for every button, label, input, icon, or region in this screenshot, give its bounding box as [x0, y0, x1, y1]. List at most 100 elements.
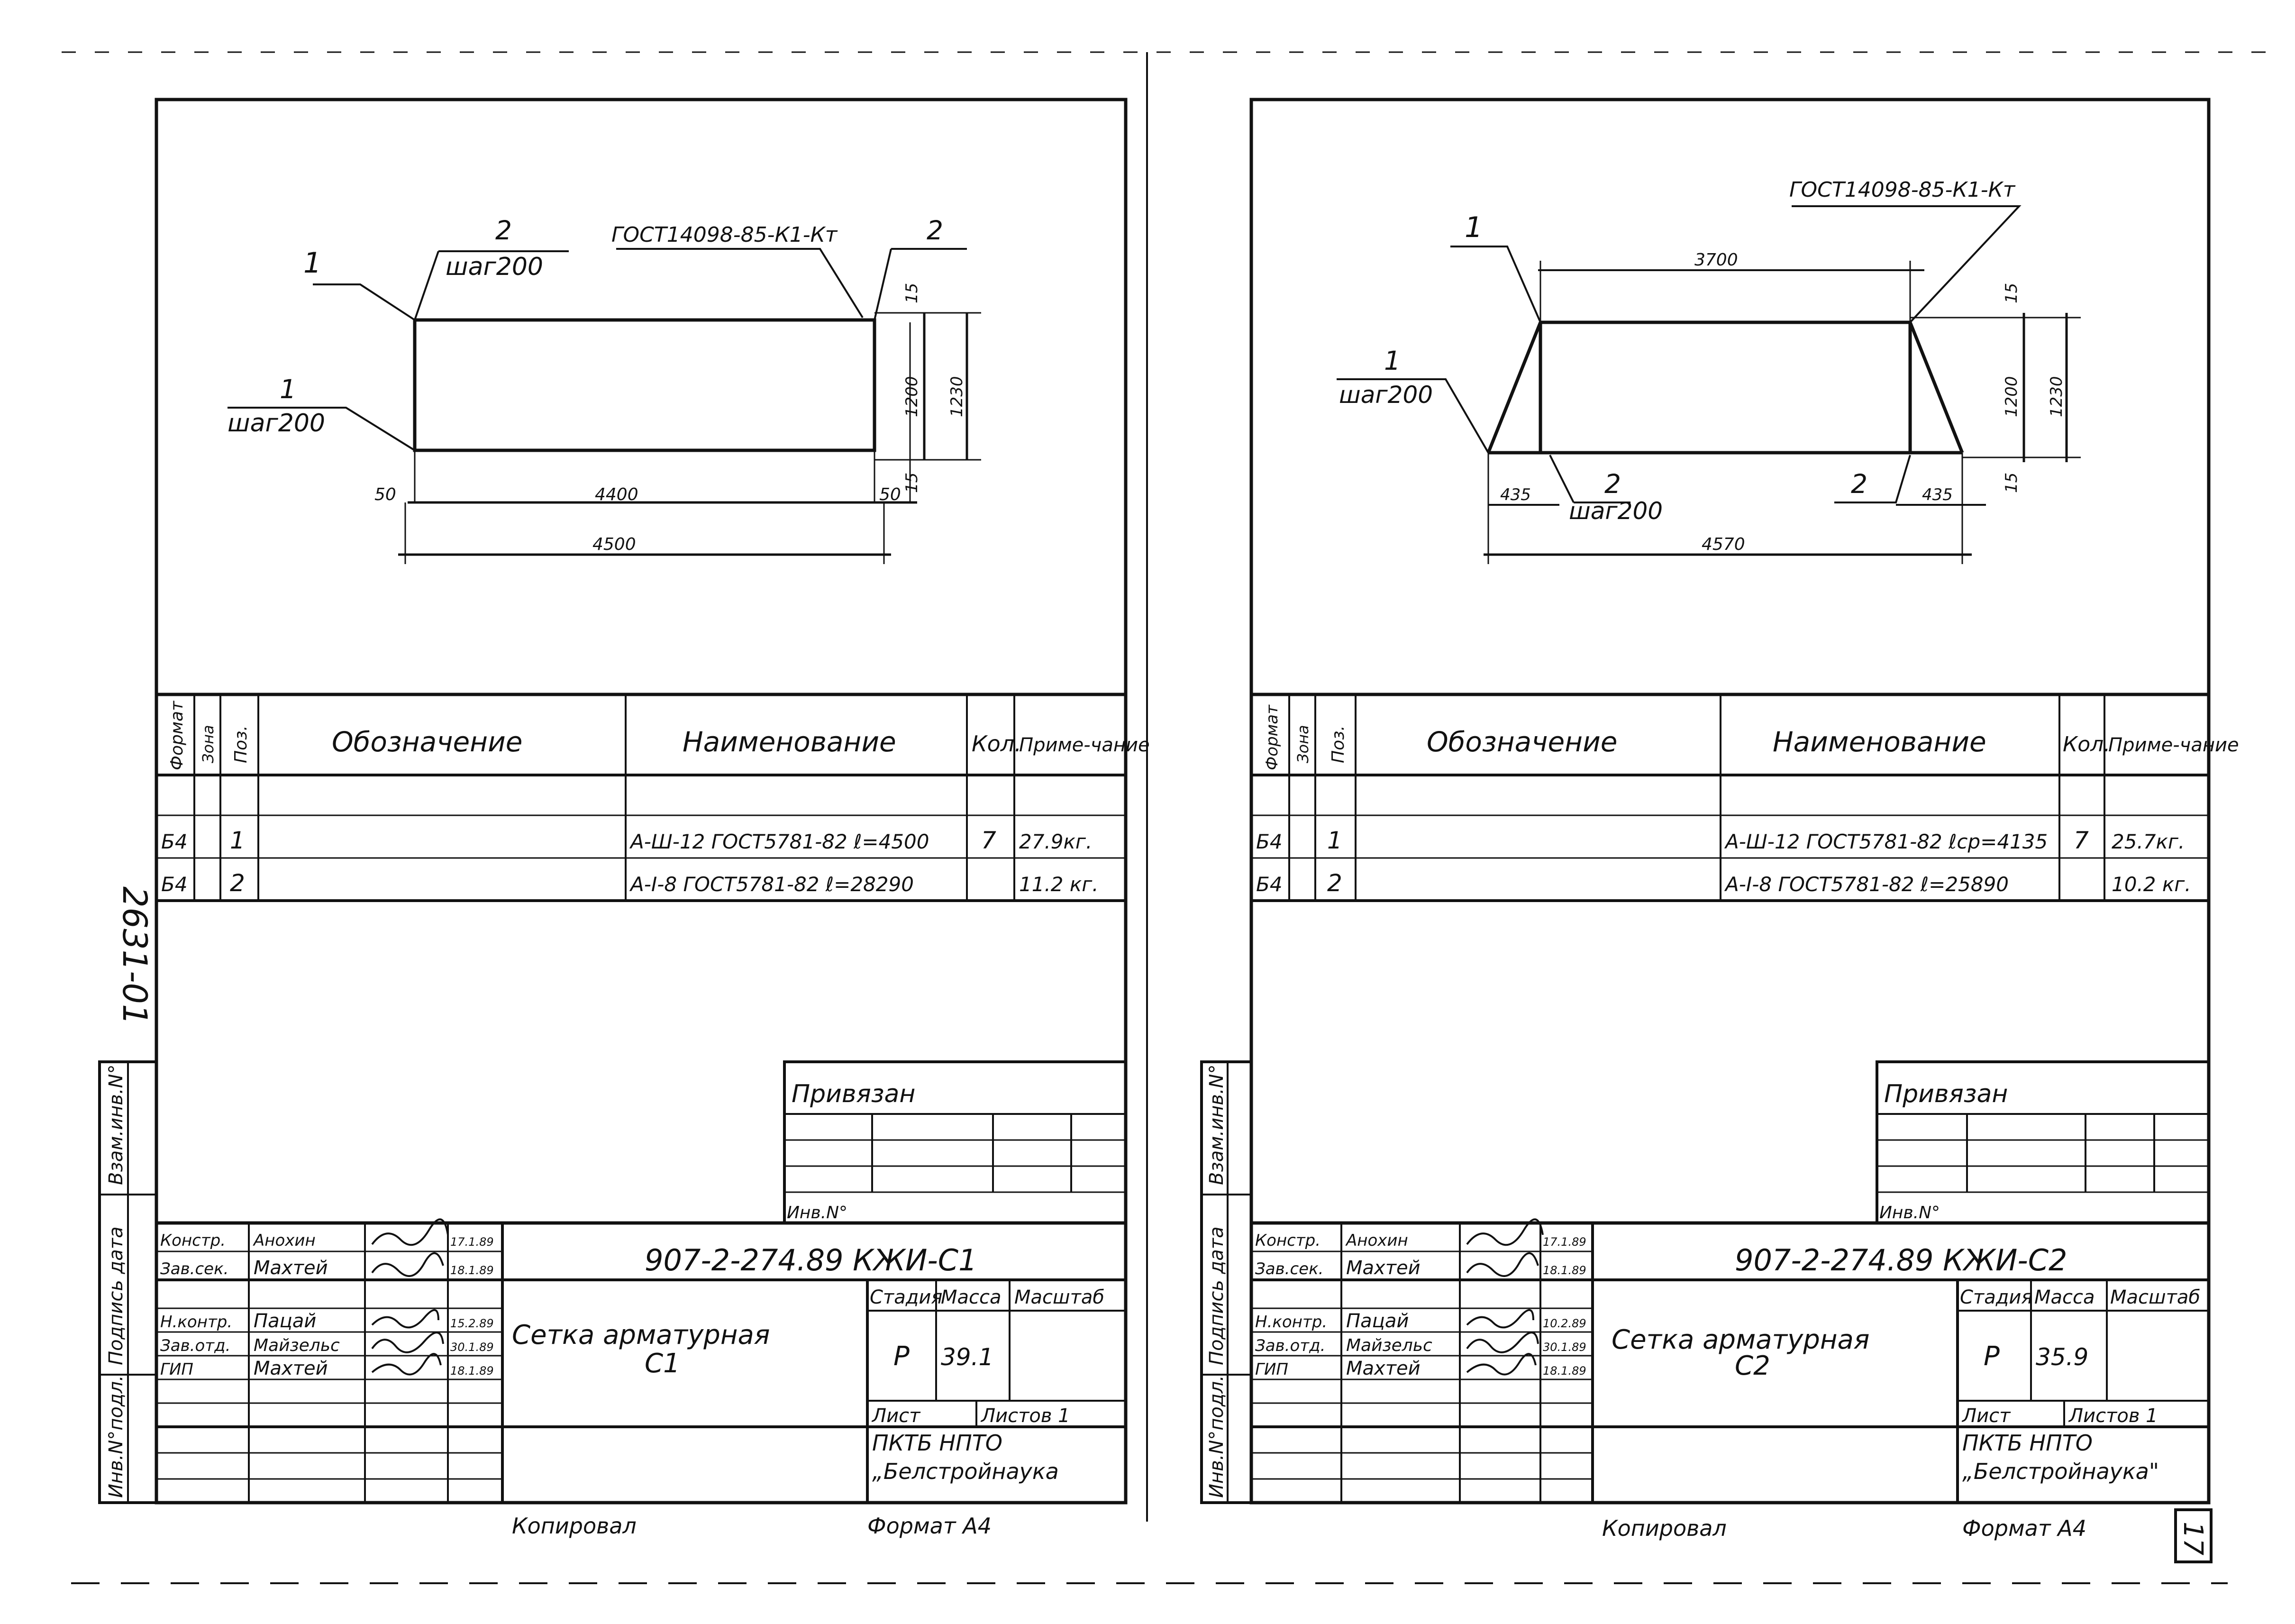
- sheet-frame: [1249, 98, 2211, 1505]
- title-block: [1251, 1060, 2210, 1503]
- sheet-left: Взам.инв.N° Подпись дата Инв.N°подл. 263…: [98, 98, 1150, 1539]
- row2-pos: 2: [230, 869, 245, 897]
- sheet-right: Взам.инв.N° Подпись дата Инв.N°подл.: [1200, 98, 2239, 1541]
- callout-2-bottom-left: 2: [1604, 469, 1621, 499]
- hdr-qty: Кол.: [972, 731, 1021, 757]
- format-label: Формат А4: [867, 1513, 992, 1539]
- title-block: [156, 1060, 1127, 1503]
- row2-name: А-I-8 ГОСТ5781-82 ℓ=25890: [1724, 873, 2009, 896]
- hdr-name: Наименование: [683, 726, 896, 758]
- name-0: Анохин: [1345, 1231, 1408, 1250]
- dim-3700: 3700: [1694, 250, 1738, 270]
- stage-value: Р: [1984, 1341, 2000, 1372]
- dim-50-left: 50: [374, 485, 396, 504]
- hdr-designation: Обозначение: [332, 726, 522, 758]
- row1-format: Б4: [161, 830, 188, 853]
- margin-label-vzam: Взам.инв.N°: [105, 1065, 127, 1185]
- margin-label-podpis: Подпись дата: [1206, 1226, 1228, 1365]
- sheets-label: Листов 1: [2068, 1405, 2158, 1427]
- title-line2: С1: [645, 1348, 680, 1379]
- hdr-qty: Кол.: [2063, 732, 2110, 757]
- role-4: ГИП: [160, 1360, 193, 1379]
- scale-label: Масштаб: [1014, 1286, 1104, 1308]
- name-3: Майзельс: [1346, 1336, 1432, 1355]
- date-2: 10.2.89: [1543, 1317, 1586, 1330]
- mass-value: 39.1: [941, 1343, 993, 1371]
- format-label: Формат А4: [1962, 1515, 2086, 1541]
- mesh-drawing: [228, 248, 981, 564]
- date-3: 30.1.89: [1543, 1341, 1586, 1354]
- dim-435-right: 435: [1922, 485, 1953, 504]
- callout-2-top: 2: [495, 215, 512, 246]
- row1-note: 27.9кг.: [1019, 830, 1092, 853]
- callout-2-right: 2: [927, 215, 943, 246]
- dim-1230: 1230: [947, 376, 966, 417]
- mass-value: 35.9: [2036, 1343, 2088, 1371]
- hdr-format: Формат: [1263, 704, 1282, 770]
- row2-pos: 2: [1327, 869, 1342, 897]
- dim-50-right: 50: [879, 485, 901, 504]
- row2-format: Б4: [1256, 873, 1283, 896]
- name-0: Анохин: [253, 1231, 316, 1250]
- name-2: Пацай: [1346, 1310, 1409, 1332]
- doc-code: 907-2-274.89 КЖИ-С1: [645, 1243, 977, 1277]
- date-1: 18.1.89: [1543, 1264, 1586, 1277]
- stage-label: Стадия: [870, 1286, 942, 1308]
- dim-1230: 1230: [2047, 376, 2066, 417]
- row2-name: А-I-8 ГОСТ5781-82 ℓ=28290: [629, 873, 914, 896]
- row2-note: 10.2 кг.: [2112, 873, 2191, 896]
- margin-label-vzam: Взам.инв.N°: [1206, 1065, 1228, 1185]
- row1-pos: 1: [1327, 827, 1342, 854]
- inv-label: Инв.N°: [1879, 1203, 1940, 1223]
- role-2: Н.контр.: [1255, 1313, 1327, 1332]
- row1-format: Б4: [1256, 830, 1283, 853]
- signatures: [1466, 1218, 1544, 1376]
- row2-note: 11.2 кг.: [1019, 873, 1099, 896]
- title-line1: Сетка арматурная: [512, 1320, 770, 1350]
- row1-name: А-Ш-12 ГОСТ5781-82 ℓср=4135: [1724, 830, 2048, 853]
- signatures: [371, 1218, 449, 1376]
- org-line2: „Белстройнаука: [872, 1459, 1059, 1484]
- role-3: Зав.отд.: [160, 1336, 230, 1355]
- hdr-note: Приме-чание: [1019, 734, 1150, 756]
- copied-label: Копировал: [1602, 1515, 1727, 1541]
- role-3: Зав.отд.: [1255, 1336, 1325, 1355]
- dim-4570: 4570: [1702, 535, 1745, 554]
- callout-pitch-bottom: шаг200: [228, 409, 325, 438]
- callout-1-mid: 1: [1384, 346, 1401, 376]
- dim-15-bottom: 15: [2002, 473, 2021, 493]
- role-1: Зав.сек.: [160, 1259, 228, 1278]
- name-1: Махтей: [254, 1257, 328, 1279]
- name-1: Махтей: [1346, 1257, 1421, 1279]
- doc-code: 907-2-274.89 КЖИ-С2: [1735, 1243, 2067, 1277]
- hdr-zone: Зона: [199, 725, 217, 763]
- name-3: Майзельс: [254, 1336, 340, 1355]
- dim-4500: 4500: [592, 535, 636, 554]
- gost-label: ГОСТ14098-85-К1-Кт: [1789, 178, 2016, 202]
- mass-label: Масса: [941, 1286, 1002, 1308]
- margin-label-inv: Инв.N°подл.: [105, 1375, 127, 1498]
- date-0: 17.1.89: [450, 1235, 494, 1249]
- dim-1200: 1200: [2002, 376, 2021, 417]
- date-3: 30.1.89: [450, 1341, 494, 1354]
- dim-15-top: 15: [2002, 283, 2021, 303]
- spec-table: [1251, 693, 2209, 902]
- hdr-designation: Обозначение: [1427, 726, 1617, 758]
- row1-pos: 1: [230, 827, 245, 854]
- name-4: Махтей: [254, 1358, 328, 1379]
- org-line1: ПКТБ НПТО: [872, 1430, 1002, 1456]
- hdr-format: Формат: [167, 701, 187, 770]
- copied-label: Копировал: [512, 1513, 637, 1539]
- org-line2: „Белстройнаука": [1962, 1459, 2159, 1484]
- hdr-name: Наименование: [1773, 726, 1986, 758]
- row1-qty: 7: [981, 827, 996, 854]
- title-line2: С2: [1735, 1350, 1770, 1381]
- name-2: Пацай: [254, 1310, 316, 1332]
- date-4: 18.1.89: [1543, 1364, 1586, 1378]
- sheet-frame: [155, 98, 1128, 1505]
- hdr-pos: Поз.: [231, 725, 251, 763]
- role-2: Н.контр.: [160, 1313, 232, 1332]
- page-number-box: [2174, 1508, 2213, 1563]
- page-number: 17: [2177, 1522, 2208, 1556]
